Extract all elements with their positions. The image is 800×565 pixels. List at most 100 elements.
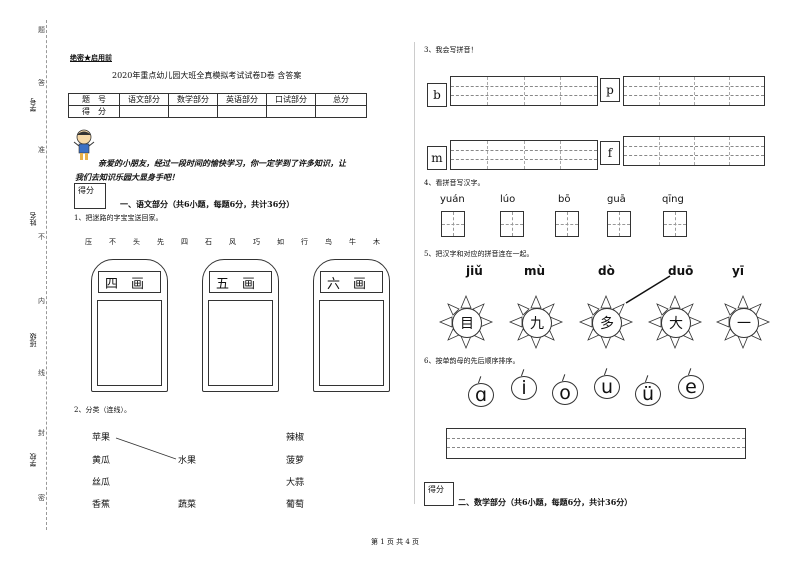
char-item[interactable]: 牛 [349,238,356,246]
apple-icon[interactable]: ü [633,375,663,406]
secret-label: 绝密★启用前 [70,53,112,62]
middle-item[interactable]: 蔬菜 [178,500,197,510]
left-item[interactable]: 黄瓜 [92,456,111,466]
section2-score-box[interactable]: 得分 [424,482,454,506]
house-label: 六 画 [327,276,367,292]
q5-text: 5、把汉字和对应的拼音连在一起。 [424,250,534,258]
sun-card[interactable]: 九 [509,295,563,349]
pinyin-label: qīng [662,194,684,205]
house-drop-area[interactable] [97,300,162,386]
pinyin-label[interactable]: jiǔ [466,264,483,278]
apple-icon[interactable]: o [550,374,580,405]
apple-icon[interactable]: e [676,368,706,399]
middle-item[interactable]: 水果 [178,456,197,466]
apple-icon[interactable]: i [509,369,539,400]
char-item[interactable]: 鸟 [325,238,332,246]
letter-box: f [600,141,620,165]
char-item[interactable]: 如 [277,238,284,246]
char-item[interactable]: 巧 [253,238,260,246]
sun-char: 大 [661,308,691,338]
left-item[interactable]: 苹果 [92,433,111,443]
margin-mark: 封 [38,429,45,437]
margin-mark: 不 [38,233,45,241]
char-item[interactable]: 不 [109,238,116,246]
vowel-label: o [552,381,578,405]
sun-card[interactable]: 多 [579,295,633,349]
binding-line [46,20,47,530]
char-item[interactable]: 行 [301,238,308,246]
q1-text: 1、把迷路的字宝宝送回家。 [74,214,163,222]
pinyin-label: yuán [440,194,465,205]
right-item[interactable]: 辣椒 [286,433,305,443]
page-title: 2020年重点幼儿园大班全真模拟考试试卷D卷 含答案 [112,71,302,80]
house-five-strokes: 五 画 [202,259,279,392]
pinyin-label[interactable]: duō [668,264,694,278]
left-item[interactable]: 丝瓜 [92,478,111,488]
pinyin-writing-lines[interactable] [623,136,765,166]
right-item[interactable]: 大蒜 [286,478,305,488]
score-box-label: 得分 [78,186,94,195]
sun-char: 九 [522,308,552,338]
left-item[interactable]: 香蕉 [92,500,111,510]
q1-char-row: 压 不 头 先 四 石 风 巧 如 行 鸟 牛 木 [85,237,397,247]
char-item[interactable]: 石 [205,238,212,246]
intro-line1: 亲爱的小朋友，经过一段时间的愉快学习，你一定学到了许多知识，让 [98,158,346,168]
q6-text: 6、按单韵母的先后顺序排序。 [424,357,520,365]
column-divider [414,42,415,504]
sun-char: 多 [592,308,622,338]
tianzi-grid[interactable] [607,211,631,237]
pinyin-label[interactable]: dò [598,264,615,278]
apple-icon[interactable]: ɑ [466,376,496,407]
char-item[interactable]: 先 [157,238,164,246]
sun-card[interactable]: 目 [439,295,493,349]
table-cell: 得 分 [68,105,120,118]
char-item[interactable]: 头 [133,238,140,246]
right-item[interactable]: 葡萄 [286,500,305,510]
pinyin-writing-lines[interactable] [623,76,765,106]
pinyin-label[interactable]: mù [524,264,546,278]
margin-mark: 准 [38,146,45,154]
page-number: 第 1 页 共 4 页 [371,538,420,546]
house-label: 五 画 [216,276,256,292]
margin-mark: 内 [38,297,45,305]
q3-text: 3、我会写拼音！ [424,46,478,54]
vowel-label: u [594,375,620,399]
q2-text: 2、分类（连线）。 [74,406,131,414]
section1-title: 一、语文部分（共6小题，每题6分，共计36分） [120,199,295,209]
house-four-strokes: 四 画 [91,259,168,392]
vowel-label: e [678,375,704,399]
pinyin-label[interactable]: yī [732,264,744,278]
section2-title: 二、数学部分（共6小题，每题6分，共计36分） [458,497,633,507]
pinyin-writing-lines[interactable] [450,140,598,170]
right-item[interactable]: 菠萝 [286,456,305,466]
char-item[interactable]: 四 [181,238,188,246]
sun-char: 目 [452,308,482,338]
char-item[interactable]: 风 [229,238,236,246]
tianzi-grid[interactable] [441,211,465,237]
section1-score-box[interactable]: 得分 [74,183,106,209]
vowel-label: ü [635,382,661,406]
q4-text: 4、看拼音写汉字。 [424,179,485,187]
sun-card[interactable]: 一 [716,295,770,349]
tianzi-grid[interactable] [663,211,687,237]
char-item[interactable]: 木 [373,238,380,246]
sun-char: 一 [729,308,759,338]
house-drop-area[interactable] [208,300,273,386]
pinyin-writing-lines[interactable] [450,76,598,106]
score-table: 题 号 语文部分 数学部分 英语部分 口试部分 总分 得 分 [68,93,367,118]
vowel-order-lines[interactable] [446,428,746,459]
house-drop-area[interactable] [319,300,384,386]
apple-icon[interactable]: u [592,368,622,399]
margin-mark: 线 [38,369,45,377]
score-input-cell[interactable] [315,105,367,118]
tianzi-grid[interactable] [555,211,579,237]
margin-mark: 密 [38,494,45,502]
tianzi-grid[interactable] [500,211,524,237]
margin-mark: 答 [38,79,45,87]
char-item[interactable]: 压 [85,238,92,246]
letter-box: p [600,78,620,102]
house-six-strokes: 六 画 [313,259,390,392]
pinyin-label: guā [607,194,626,205]
sun-card[interactable]: 大 [648,295,702,349]
